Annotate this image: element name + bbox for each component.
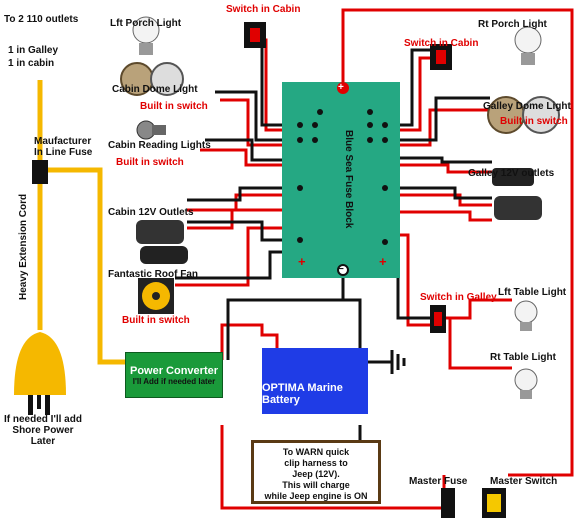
cabin-dome-label: Cabin Dome Light [112,84,198,95]
negative-terminal [337,264,349,276]
extension-cord [37,80,125,365]
battery-label: OPTIMA Marine Battery [262,382,343,406]
lft-table-label: Lft Table Light [498,287,567,298]
master-fuse [441,488,455,518]
shore-power-label: If needed I'll add Shore Power Later [4,414,82,447]
plus-mark-1: + [298,254,306,269]
rt-porch-label: Rt Porch Light [478,19,547,30]
power-converter: Power Converter I'll Add if needed later [125,352,223,398]
minus-mark: − [338,264,344,275]
switch-galley [430,305,446,333]
switch-cabin-1-label: Switch in Cabin [226,4,301,15]
fan-label: Fantastic Roof Fan [108,269,199,280]
master-switch-label: Master Switch [490,476,558,487]
built-in-switch-4: Built in switch [122,315,190,326]
switch-cabin-1 [244,22,266,48]
galley-count-label: 1 in Galley [8,45,59,56]
switch-galley-label: Switch in Galley [420,292,497,303]
lft-porch-label: Lft Porch Light [110,18,182,29]
outlet-icon-cabin [136,220,188,264]
built-in-switch-2: Built in switch [500,116,568,127]
positive-terminal [337,82,349,94]
master-switch [482,488,506,518]
manufacturer-fuse-label: Maufacturer In Line Fuse [34,136,93,158]
battery: OPTIMA Marine Battery [262,348,368,414]
master-fuse-label: Master Fuse [409,476,468,487]
switch-cabin-2 [430,44,452,70]
power-converter-label: Power Converter [129,364,219,377]
outlets-label: To 2 110 outlets [4,14,79,25]
bulb-icon-lft-porch [132,16,160,55]
dome-light-icon-cabin [120,62,184,96]
galley-outlets-label: Galley 12V outlets [468,168,555,179]
fan-icon [138,278,174,314]
dome-light-icon-galley [487,96,560,134]
fuse-block-posts [317,109,373,115]
cabin-outlets-label: Cabin 12V Outlets [108,207,194,218]
bulb-icon-rt-table [514,368,538,399]
plug-icon [14,332,66,415]
galley-dome-label: Galley Dome Light [483,101,571,112]
built-in-switch-1: Built in switch [140,101,208,112]
add-later-label: I'll Add if needed later [132,376,216,386]
extension-cord-label: Heavy Extension Cord [18,193,29,300]
bulb-icon-rt-porch [514,26,542,65]
bulb-icon-lft-table [514,300,538,331]
outlet-icon-galley [492,168,542,220]
switch-cabin-2-label: Switch in Cabin [404,38,479,49]
fuse-terminals [297,122,388,245]
inline-fuse [32,160,48,184]
reading-light-icon [136,120,166,140]
charge-note: To WARN quick clip harness to Jeep (12V)… [251,440,381,504]
plus-mark-3: + [338,82,344,93]
plus-mark-2: + [379,254,387,269]
cabin-count-label: 1 in cabin [8,58,55,69]
built-in-switch-3: Built in switch [116,157,184,168]
fuse-block-label: Blue Sea Fuse Block [343,130,354,229]
cabin-reading-label: Cabin Reading Lights [108,140,211,151]
rt-table-label: Rt Table Light [490,352,556,363]
fuse-block [282,82,400,278]
